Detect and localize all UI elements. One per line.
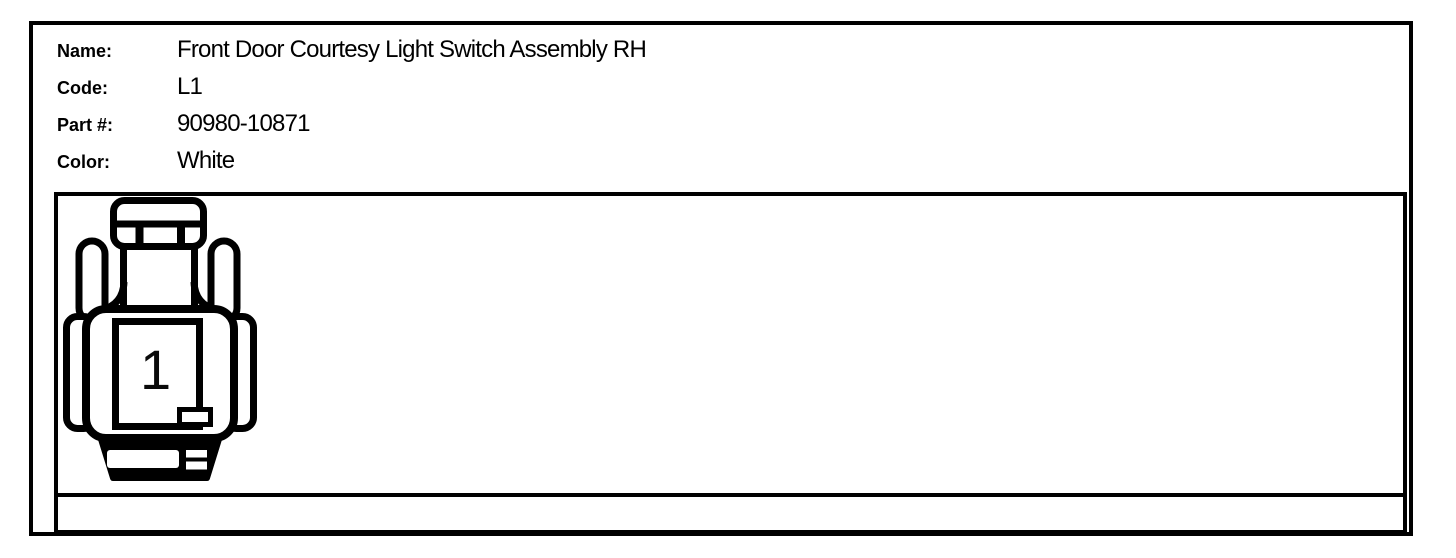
info-row-name: Name: Front Door Courtesy Light Switch As… xyxy=(57,33,647,70)
cavity-keying-notch xyxy=(177,407,213,427)
empty-pin-table-strip xyxy=(54,493,1407,534)
color-value: White xyxy=(177,147,235,174)
part-number-value: 90980-10871 xyxy=(177,110,310,137)
part-number-label: Part #: xyxy=(57,115,114,135)
connector-face-diagram: 1 xyxy=(63,197,257,481)
info-row-color: Color: White xyxy=(57,144,646,181)
name-label: Name: xyxy=(57,41,113,61)
connector-info-block: Name: Front Door Courtesy Light Switch As… xyxy=(57,33,647,181)
info-row-part-number: Part #: 90980-10871 xyxy=(57,107,646,144)
info-row-code: Code: L1 xyxy=(57,70,646,107)
base-slot xyxy=(107,450,179,468)
code-value: L1 xyxy=(177,73,203,100)
base-vent-top xyxy=(186,450,207,458)
page-border xyxy=(29,21,1413,536)
pin-1-number: 1 xyxy=(140,338,171,401)
code-label: Code: xyxy=(57,78,108,98)
name-value: Front Door Courtesy Light Switch Assembl… xyxy=(177,36,647,63)
base-vent-bottom xyxy=(186,461,207,470)
color-label: Color: xyxy=(57,152,110,172)
